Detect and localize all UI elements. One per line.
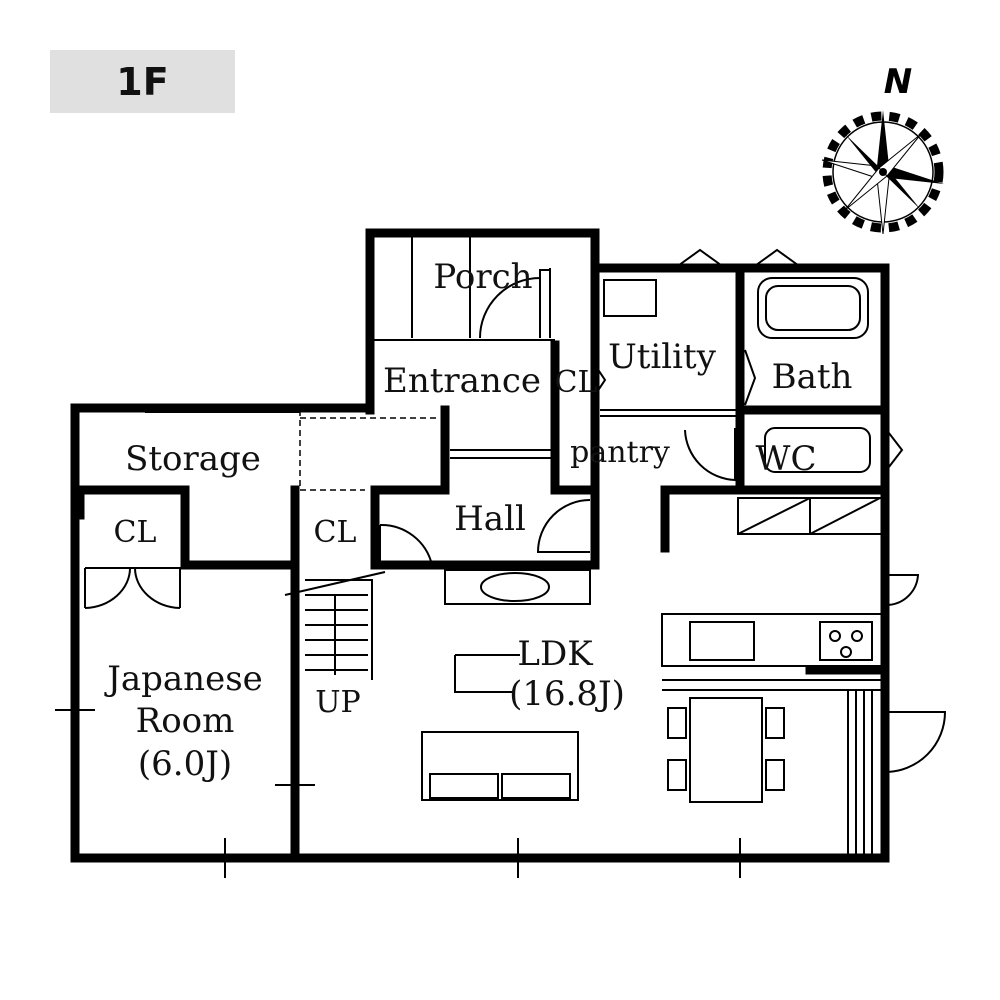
room-label-closet-stair: CL [314,515,357,550]
fixtures [55,233,947,878]
room-label-bath: Bath [772,357,853,397]
room-label-wc: WC [756,439,817,479]
room-label-storage: Storage [125,439,261,479]
room-label-closet-left: CL [114,515,157,550]
walls [70,228,890,863]
room-label-pantry: pantry [570,435,670,470]
room-size-japanese: (6.0J) [138,744,232,784]
stairs-up-label: UP [315,685,360,720]
room-label-hall: Hall [454,499,526,539]
compass-rose-icon [821,110,944,235]
room-label-porch: Porch [433,257,532,297]
compass-north-label: N [884,62,912,102]
room-label-utility: Utility [608,337,717,377]
room-label-entrance: Entrance [383,361,541,401]
room-label-closet-utility: CL [555,365,598,400]
floor-label-badge: 1F [50,50,235,113]
room-label-japanese-1: Japanese [104,659,263,699]
room-label-japanese-2: Room [136,701,235,741]
room-label-ldk: LDK [517,634,593,674]
room-size-ldk: (16.8J) [509,674,625,714]
